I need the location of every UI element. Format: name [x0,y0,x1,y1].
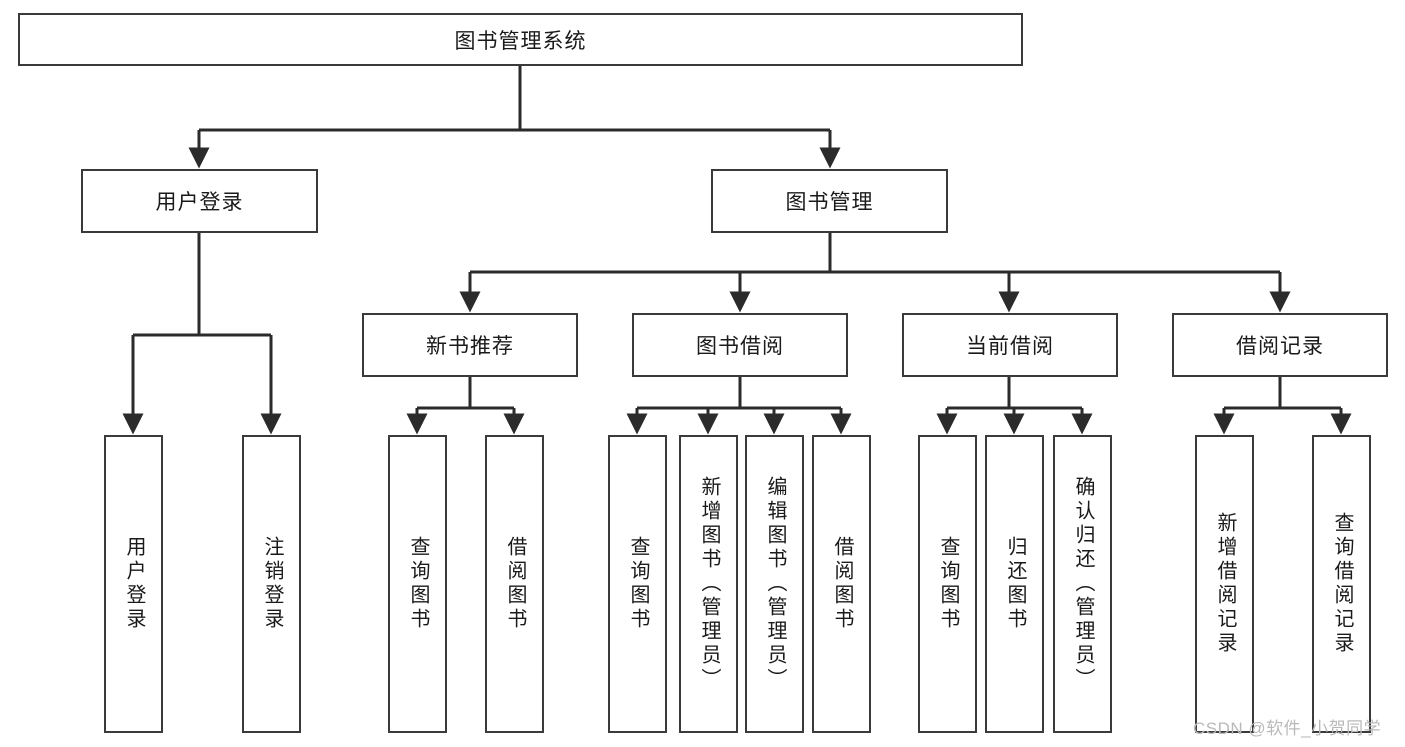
node-leaf-edit-book[interactable]: 编辑图书（管理员） [745,435,804,733]
node-leaf-confirm-return[interactable]: 确认归还（管理员） [1053,435,1112,733]
node-label: 图书管理系统 [454,29,587,53]
node-label: 图书管理 [785,191,874,214]
node-label: 图书借阅 [696,335,784,358]
node-current-borrow[interactable]: 当前借阅 [902,313,1118,377]
node-label: 确认归还（管理员） [1072,476,1094,692]
node-label: 查询图书 [627,536,649,632]
node-label: 编辑图书（管理员） [764,476,786,692]
node-label: 查询借阅记录 [1331,512,1353,656]
node-label: 新增图书（管理员） [698,476,720,692]
node-label: 借阅图书 [831,536,853,632]
node-leaf-borrow-book-1[interactable]: 借阅图书 [485,435,544,733]
node-label: 注销登录 [261,536,283,632]
node-leaf-user-login[interactable]: 用户登录 [104,435,163,733]
node-leaf-query-book-3[interactable]: 查询图书 [918,435,977,733]
node-label: 新增借阅记录 [1214,512,1236,656]
node-leaf-return-book[interactable]: 归还图书 [985,435,1044,733]
node-label: 查询图书 [937,536,959,632]
node-label: 新书推荐 [426,335,514,358]
node-borrow-record[interactable]: 借阅记录 [1172,313,1388,377]
node-new-book-recommend[interactable]: 新书推荐 [362,313,578,377]
node-leaf-add-book[interactable]: 新增图书（管理员） [679,435,738,733]
node-book-borrow[interactable]: 图书借阅 [632,313,848,377]
node-leaf-add-borrow-record[interactable]: 新增借阅记录 [1195,435,1254,733]
node-label: 归还图书 [1004,536,1026,632]
node-label: 借阅记录 [1236,335,1324,358]
node-leaf-query-book-1[interactable]: 查询图书 [388,435,447,733]
node-label: 借阅图书 [504,536,526,632]
node-label: 查询图书 [407,536,429,632]
node-leaf-query-book-2[interactable]: 查询图书 [608,435,667,733]
node-leaf-user-logout[interactable]: 注销登录 [242,435,301,733]
node-label: 用户登录 [155,191,244,214]
node-user-login[interactable]: 用户登录 [81,169,318,233]
node-leaf-borrow-book-2[interactable]: 借阅图书 [812,435,871,733]
node-label: 用户登录 [123,536,145,632]
node-book-management[interactable]: 图书管理 [711,169,948,233]
node-book-management-system[interactable]: 图书管理系统 [18,13,1023,66]
node-leaf-query-borrow-record[interactable]: 查询借阅记录 [1312,435,1371,733]
node-label: 当前借阅 [966,335,1054,358]
